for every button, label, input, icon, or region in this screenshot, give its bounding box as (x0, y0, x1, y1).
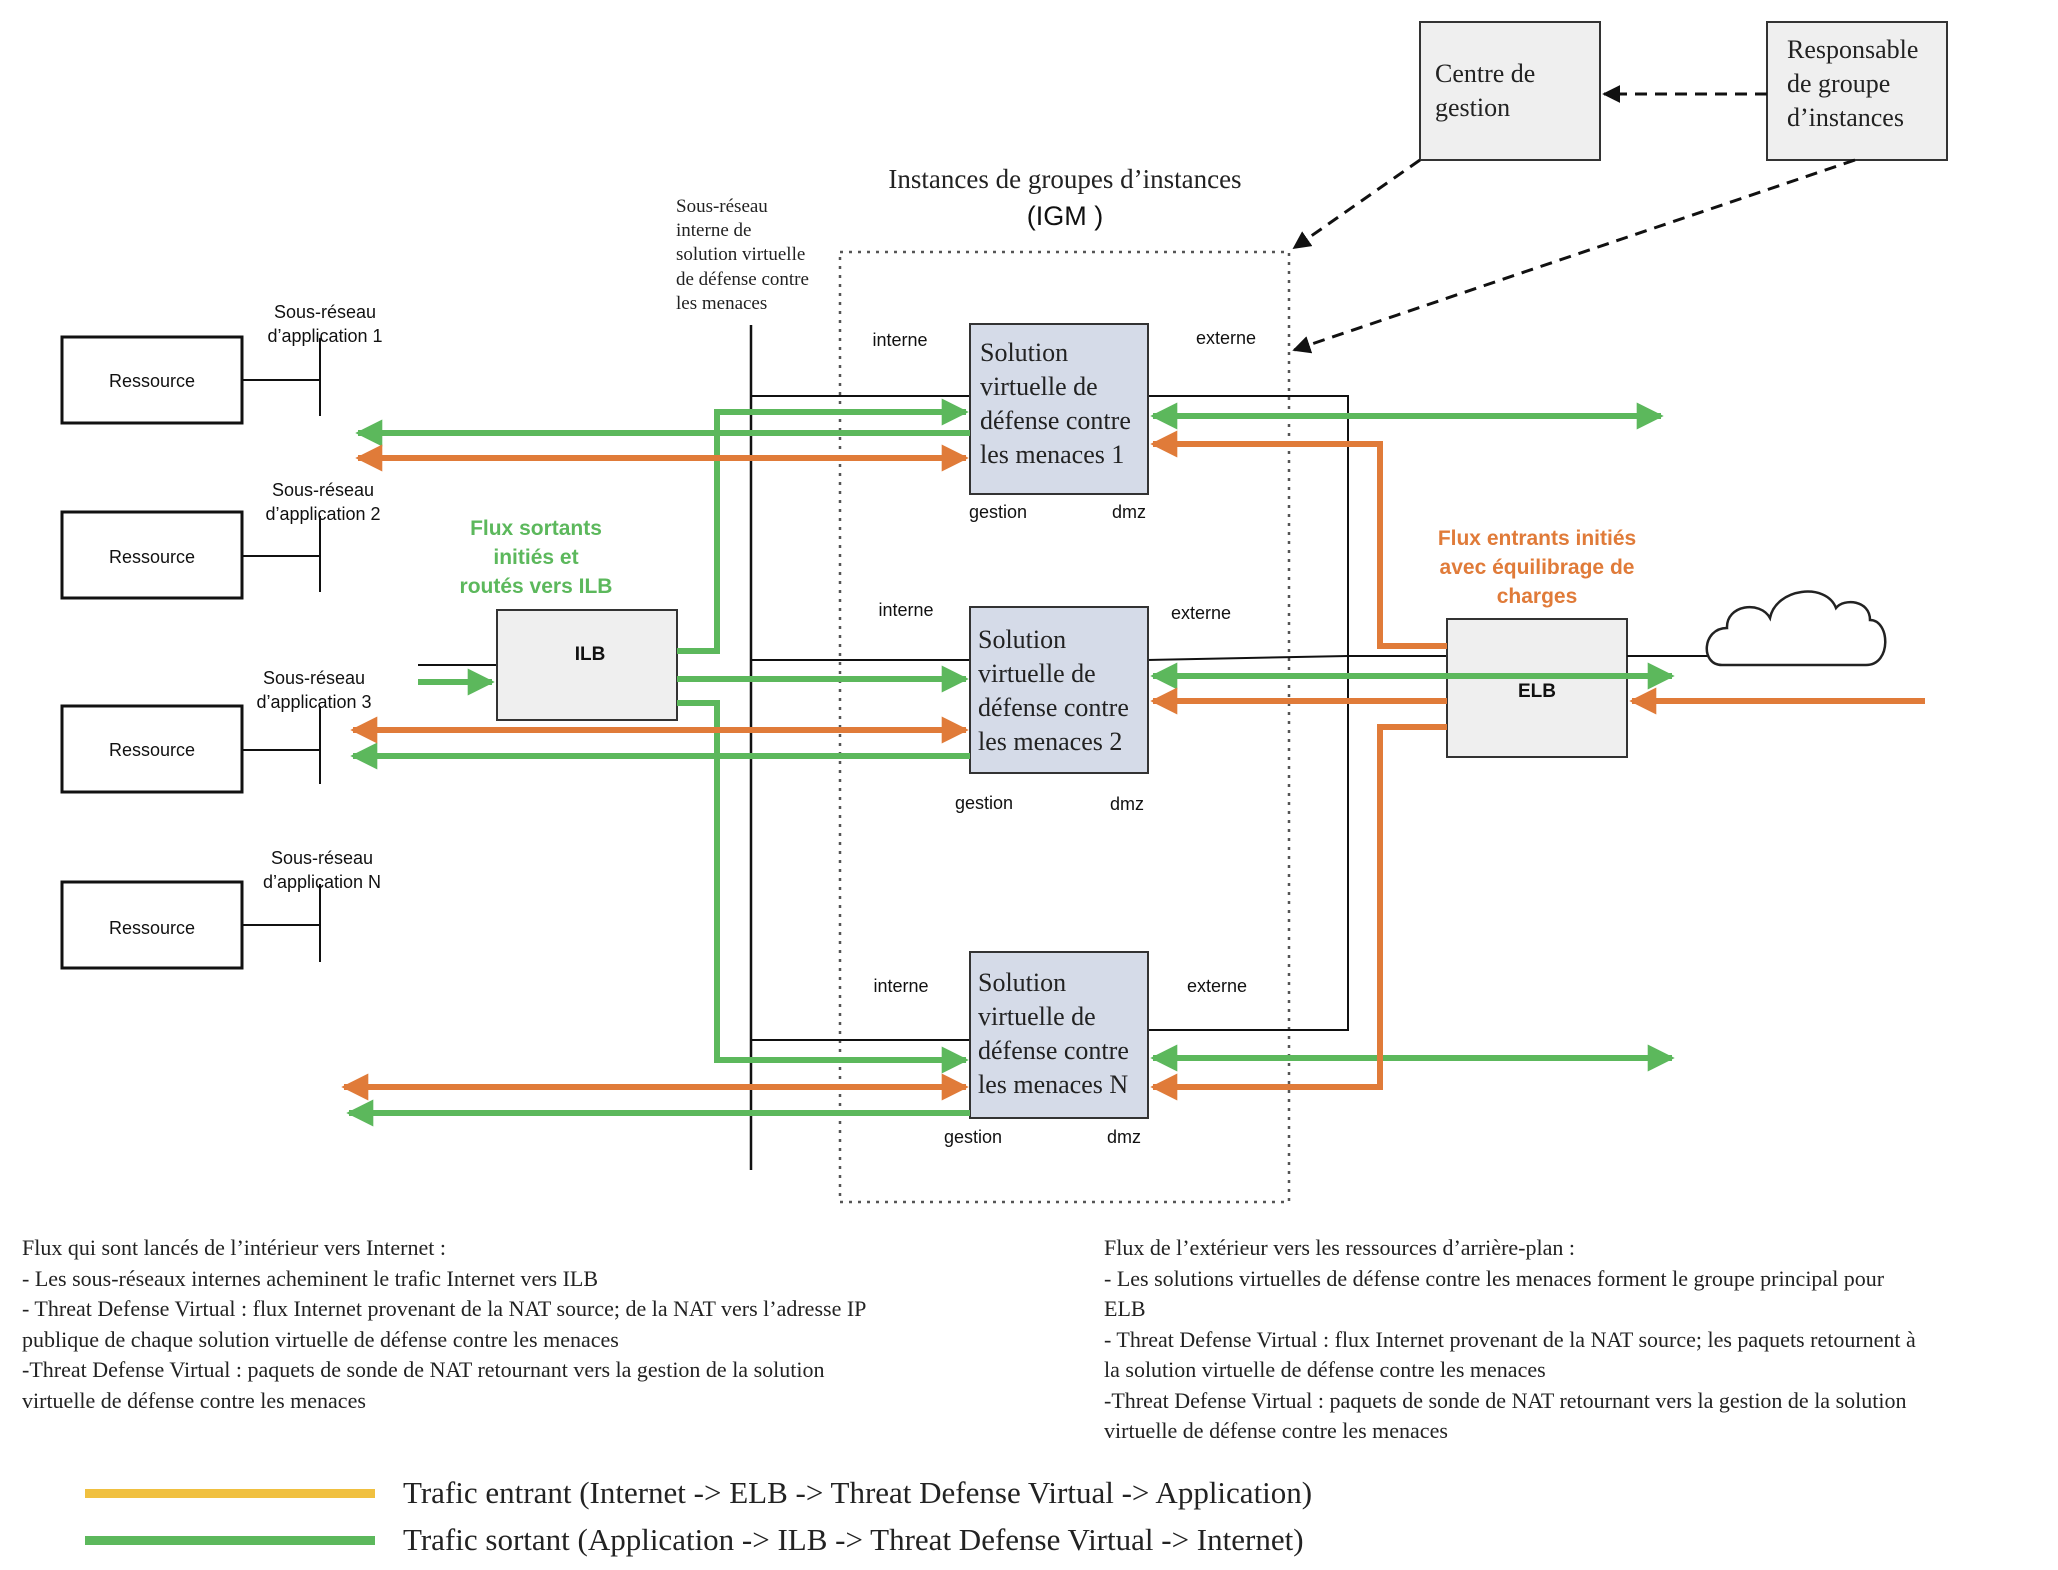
elb-label: ELB (1518, 681, 1556, 702)
tdv-n-dmz: dmz (1107, 1127, 1141, 1147)
resource-2-label: Ressource (109, 547, 195, 567)
tdv-2-label-3: défense contre (978, 693, 1129, 722)
tdv-1-label-2: virtuelle de (980, 372, 1098, 401)
internet-cloud-icon (1705, 590, 1887, 667)
notes-right-line: ELB (1104, 1296, 1146, 1321)
notes-right-line: - Les solutions virtuelles de défense co… (1104, 1265, 1885, 1291)
legend-outbound: Trafic sortant (Application -> ILB -> Th… (85, 1522, 1304, 1558)
internal-subnet-label-5: les menaces (676, 293, 767, 314)
external-bus-link-tdv2 (1146, 655, 1349, 661)
green-ilb-to-tdv1 (677, 398, 969, 654)
subnet-1-label-2: d’application 1 (267, 326, 382, 346)
subnet-n-label-2: d’application N (263, 872, 381, 892)
igm-subtitle: (IGM ) (1027, 201, 1103, 231)
tdv-1-dmz: dmz (1112, 502, 1146, 522)
resource-2: Ressource Sous-réseau d’application 2 (60, 480, 381, 600)
ilb-caption: Flux sortants (470, 517, 602, 540)
tdv-2-dmz: dmz (1110, 794, 1144, 814)
tdv-1: Solution virtuelle de défense contre les… (872, 323, 1256, 522)
resource-1-label: Ressource (109, 371, 195, 391)
tdv-1-interne: interne (872, 330, 927, 350)
orange-elb-to-tdv1 (1150, 430, 1447, 649)
subnet-3-label: Sous-réseau (263, 668, 365, 688)
legend-inbound-label: Trafic entrant (Internet -> ELB -> Threa… (403, 1475, 1313, 1510)
tdv-1-externe: externe (1196, 328, 1256, 348)
ilb-caption-3: routés vers ILB (460, 575, 613, 598)
notes-right-line: -Threat Defense Virtual : paquets de son… (1104, 1387, 1907, 1413)
notes-left-line: virtuelle de défense contre les menaces (22, 1387, 366, 1413)
tdv-2-label-2: virtuelle de (978, 659, 1096, 688)
tdv-1-label-3: défense contre (980, 406, 1131, 435)
tdv-n-label-3: défense contre (978, 1036, 1129, 1065)
internal-subnet-label: Sous-réseau (676, 196, 768, 217)
notes-left-line: Flux qui sont lancés de l’intérieur vers… (22, 1235, 446, 1260)
orange-elb-to-tdvn (1150, 724, 1447, 1101)
legend-outbound-swatch (85, 1535, 375, 1545)
subnet-n-label: Sous-réseau (271, 848, 373, 868)
tdv-n-gestion: gestion (944, 1127, 1002, 1147)
resource-n-label: Ressource (109, 918, 195, 938)
legend-inbound-swatch (85, 1488, 375, 1498)
notes-left-line: -Threat Defense Virtual : paquets de son… (22, 1357, 825, 1382)
tdv-2: Solution virtuelle de défense contre les… (878, 600, 1231, 814)
notes-right-line: la solution virtuelle de défense contre … (1104, 1357, 1546, 1382)
elb-caption-3: charges (1497, 585, 1578, 608)
tdv-2-externe: externe (1171, 603, 1231, 623)
management-center-box (1419, 21, 1601, 161)
subnet-1-label: Sous-réseau (274, 302, 376, 322)
internal-subnet-label-2: interne de (676, 220, 751, 241)
subnet-3-label-2: d’application 3 (256, 692, 371, 712)
legend-inbound: Trafic entrant (Internet -> ELB -> Threa… (85, 1475, 1312, 1511)
tdv-2-label: Solution (978, 625, 1066, 654)
internal-subnet-label-4: de défense contre (676, 269, 809, 290)
notes-right-line: - Threat Defense Virtual : flux Internet… (1104, 1326, 1916, 1352)
tdv-2-gestion: gestion (955, 793, 1013, 813)
management-center-label: Centre de (1435, 59, 1535, 88)
resource-3-label: Ressource (109, 740, 195, 760)
internal-subnet-label-3: solution virtuelle (676, 244, 805, 265)
notes-left: Flux qui sont lancés de l’intérieur vers… (22, 1233, 866, 1416)
notes-left-line: - Les sous-réseaux internes acheminent l… (22, 1265, 599, 1291)
tdv-1-label-4: les menaces 1 (980, 440, 1124, 469)
notes-right: Flux de l’extérieur vers les ressources … (1104, 1233, 1916, 1447)
external-bus (1147, 395, 1349, 1031)
notes-left-line: publique de chaque solution virtuelle de… (22, 1326, 619, 1352)
elb-caption: Flux entrants initiés (1438, 527, 1636, 550)
notes-left-line: - Threat Defense Virtual : flux Internet… (22, 1296, 867, 1321)
resource-n: Ressource Sous-réseau d’application N (60, 848, 381, 970)
notes-right-line: Flux de l’extérieur vers les ressources … (1104, 1235, 1575, 1260)
instance-group-manager-box (1766, 21, 1948, 161)
resource-3: Ressource Sous-réseau d’application 3 (60, 668, 372, 794)
inbound-flows (341, 430, 1925, 1101)
ilb-box (496, 609, 678, 721)
tdv-n-label-2: virtuelle de (978, 1002, 1096, 1031)
elb-caption-2: avec équilibrage de (1440, 556, 1635, 579)
tdv-n: Solution virtuelle de défense contre les… (873, 951, 1247, 1147)
tdv-2-label-4: les menaces 2 (978, 727, 1122, 756)
subnet-2-label-2: d’application 2 (265, 504, 380, 524)
management-center-label-2: gestion (1435, 93, 1510, 122)
legend-outbound-label: Trafic sortant (Application -> ILB -> Th… (403, 1522, 1304, 1557)
resource-1: Ressource Sous-réseau d’application 1 (60, 302, 383, 425)
outbound-flows (346, 398, 1675, 1127)
instance-group-manager-label-3: d’instances (1787, 103, 1904, 132)
tdv-n-interne: interne (873, 976, 928, 996)
tdv-1-gestion: gestion (969, 502, 1027, 522)
subnet-2-label: Sous-réseau (272, 480, 374, 500)
instance-group-manager-label: Responsable (1787, 35, 1918, 64)
tdv-1-label: Solution (980, 338, 1068, 367)
instance-group-manager-label-2: de groupe (1787, 69, 1890, 98)
center-to-igm-arrow (1292, 158, 1421, 250)
igm-title: Instances de groupes d’instances (888, 164, 1241, 194)
ilb-caption-2: initiés et (493, 546, 578, 569)
tdv-n-externe: externe (1187, 976, 1247, 996)
tdv-2-interne: interne (878, 600, 933, 620)
ilb-label: ILB (575, 644, 606, 665)
green-ilb-to-tdvn (677, 700, 969, 1074)
tdv-n-label-4: les menaces N (978, 1070, 1128, 1099)
tdv-n-label: Solution (978, 968, 1066, 997)
notes-right-line: virtuelle de défense contre les menaces (1104, 1418, 1448, 1443)
